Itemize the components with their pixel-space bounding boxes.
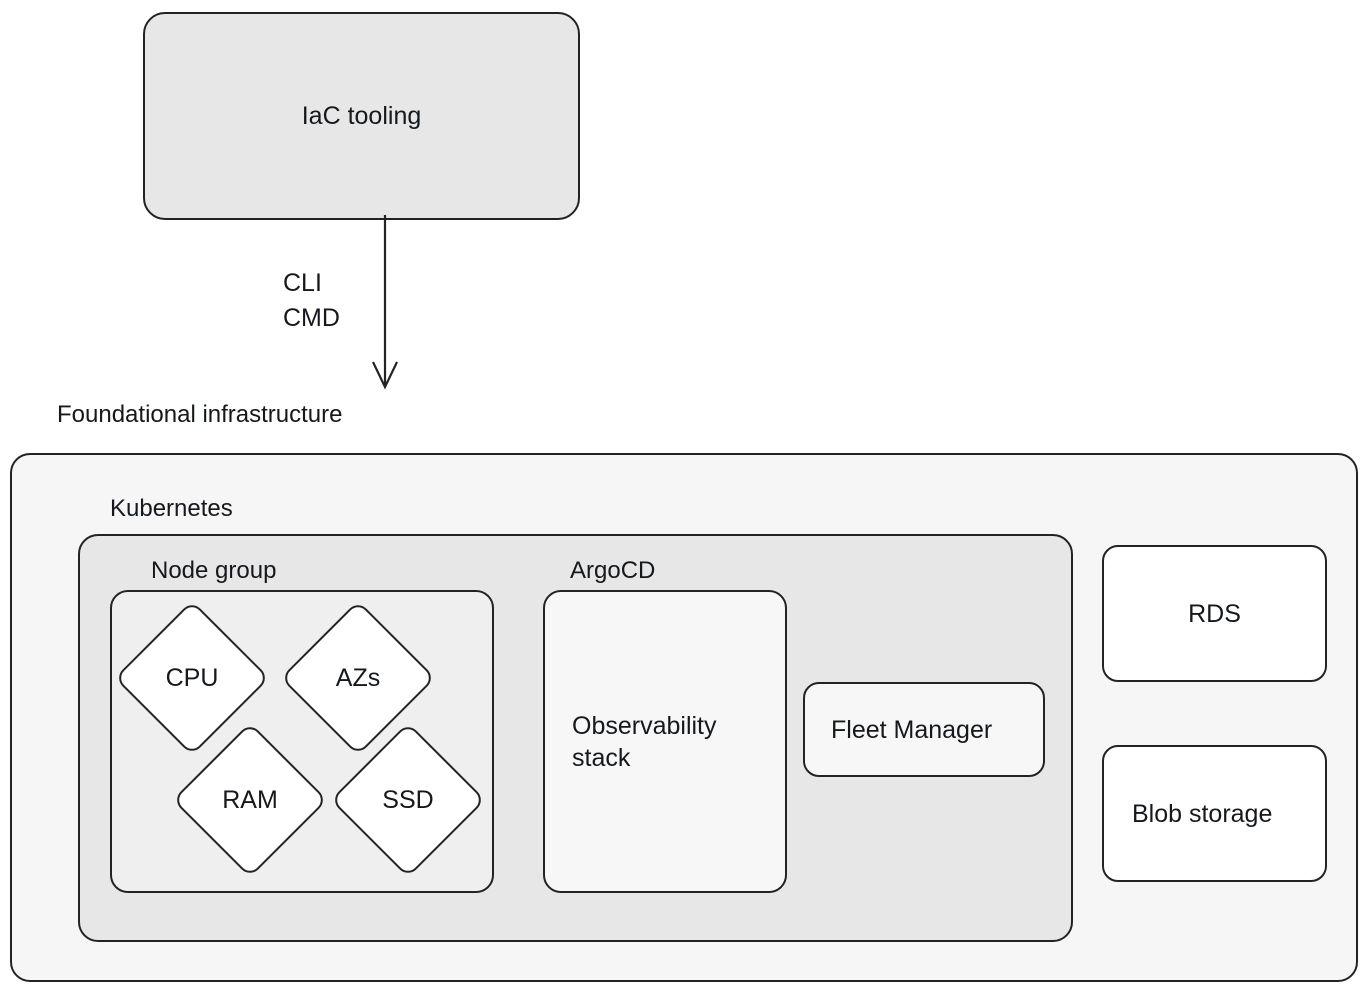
node-ram-label: RAM	[222, 786, 278, 814]
label-node-group: Node group	[151, 557, 277, 584]
node-fleet-manager[interactable]: Fleet Manager	[803, 682, 1045, 777]
down-arrow-icon	[372, 215, 398, 390]
node-blob-storage[interactable]: Blob storage	[1102, 745, 1327, 882]
node-azs-label: AZs	[335, 664, 381, 692]
node-cpu-label: CPU	[165, 664, 219, 692]
label-argocd: ArgoCD	[570, 557, 656, 584]
node-iac-tooling[interactable]: IaC tooling	[143, 12, 580, 220]
edge-label-cli-cmd: CLI CMD	[283, 269, 340, 332]
node-observability-stack[interactable]: Observability stack	[543, 590, 787, 893]
label-kubernetes: Kubernetes	[110, 495, 233, 522]
label-foundational-infrastructure: Foundational infrastructure	[57, 401, 343, 428]
node-rds[interactable]: RDS	[1102, 545, 1327, 682]
node-ssd-label: SSD	[382, 786, 434, 814]
